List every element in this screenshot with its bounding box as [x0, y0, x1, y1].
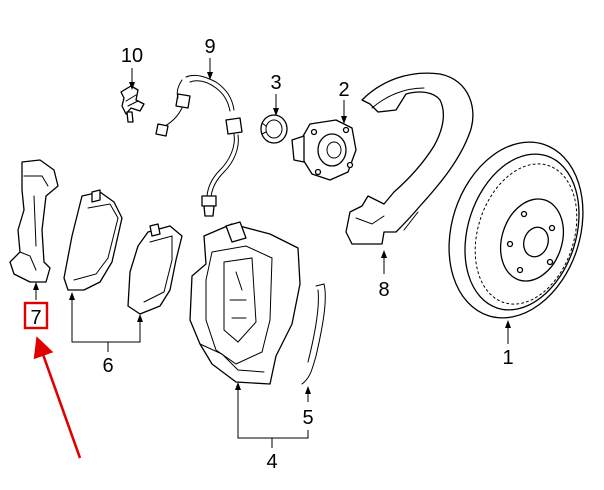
leader-lines: [33, 58, 511, 448]
brake-rotor-part: [448, 141, 584, 319]
callout-label-7: 7: [30, 307, 41, 329]
brake-pad-inner-part: [127, 223, 183, 315]
hub-seal-part: [260, 114, 288, 144]
callout-label-9: 9: [204, 36, 215, 58]
callout-label-5: 5: [302, 407, 313, 429]
highlight-box: [23, 301, 49, 330]
wheel-hub-part: [291, 119, 357, 181]
callout-label-2: 2: [338, 79, 349, 101]
callout-label-1: 1: [502, 347, 513, 369]
callout-label-4: 4: [266, 451, 277, 473]
callout-label-6: 6: [102, 355, 113, 377]
callout-label-8: 8: [378, 279, 389, 301]
highlight-arrow: [33, 336, 82, 459]
brake-pad-outer-part: [63, 189, 123, 291]
wear-sensor-part: [120, 85, 145, 123]
callout-label-3: 3: [270, 72, 281, 94]
caliper-part: [189, 221, 301, 385]
leader-6: [71, 300, 141, 343]
callout-label-10: 10: [121, 45, 143, 67]
caliper-spring-part: [301, 283, 326, 385]
leader-4: [237, 386, 309, 439]
splash-shield-part: [345, 72, 474, 245]
brake-hose-part: [155, 74, 243, 217]
caliper-bracket-part: [9, 159, 59, 283]
